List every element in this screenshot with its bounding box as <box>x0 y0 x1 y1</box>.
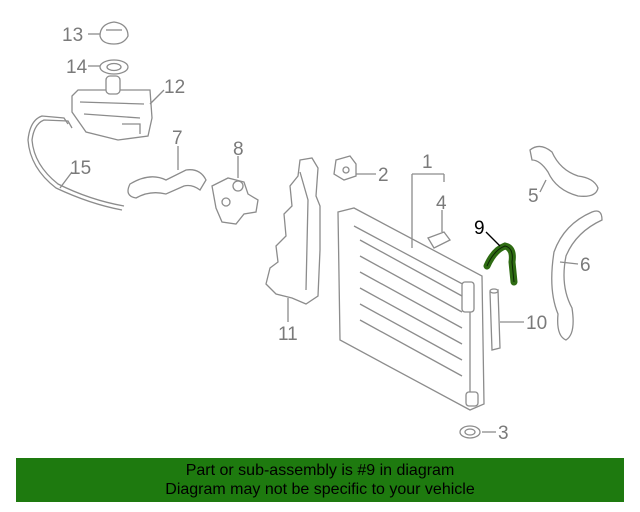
banner-line-2: Diagram may not be specific to your vehi… <box>165 481 475 498</box>
leader-1 <box>411 173 445 248</box>
part-4-drain-plug[interactable] <box>427 231 451 249</box>
callout-7: 7 <box>172 128 183 149</box>
callout-1: 1 <box>422 152 433 173</box>
callout-11: 11 <box>278 324 298 345</box>
part-5-hose[interactable] <box>529 145 599 197</box>
leader-12 <box>149 89 165 105</box>
callout-6: 6 <box>580 255 591 276</box>
part-10-pipe[interactable] <box>489 288 501 351</box>
leader-6 <box>559 261 579 265</box>
part-9-hose-highlighted[interactable] <box>483 242 518 286</box>
callout-8: 8 <box>233 139 244 160</box>
callout-4: 4 <box>436 193 447 214</box>
callout-10: 10 <box>526 313 547 334</box>
part-3-grommet[interactable] <box>459 425 481 439</box>
callout-12: 12 <box>164 77 185 98</box>
part-6-lower-hose[interactable] <box>551 210 603 341</box>
parts-diagram: 13 14 12 15 7 8 2 1 4 9 10 6 5 11 3 <box>27 21 603 444</box>
leader-5 <box>539 179 547 193</box>
callout-13: 13 <box>62 25 83 46</box>
part-15-overflow-hose[interactable] <box>27 115 125 211</box>
callout-3: 3 <box>498 423 509 444</box>
callout-14: 14 <box>66 57 88 78</box>
leader-9 <box>485 231 501 247</box>
callout-2: 2 <box>378 165 389 186</box>
leader-15 <box>59 171 73 189</box>
callout-9: 9 <box>474 218 485 239</box>
info-banner: Part or sub-assembly is #9 in diagram Di… <box>16 458 624 502</box>
callout-15: 15 <box>70 158 91 179</box>
part-1-radiator[interactable] <box>337 207 485 411</box>
part-12-reservoir-tank[interactable] <box>71 75 153 141</box>
part-11-air-guide[interactable] <box>265 157 321 305</box>
banner-line-1: Part or sub-assembly is #9 in diagram <box>185 462 455 479</box>
callout-5: 5 <box>528 186 539 207</box>
part-13-reservoir-cap[interactable] <box>99 21 129 45</box>
part-2-bracket[interactable] <box>333 155 357 181</box>
part-8-water-outlet[interactable] <box>211 177 259 225</box>
part-7-upper-hose[interactable] <box>127 169 207 199</box>
part-14-cap-seal[interactable] <box>99 59 129 75</box>
